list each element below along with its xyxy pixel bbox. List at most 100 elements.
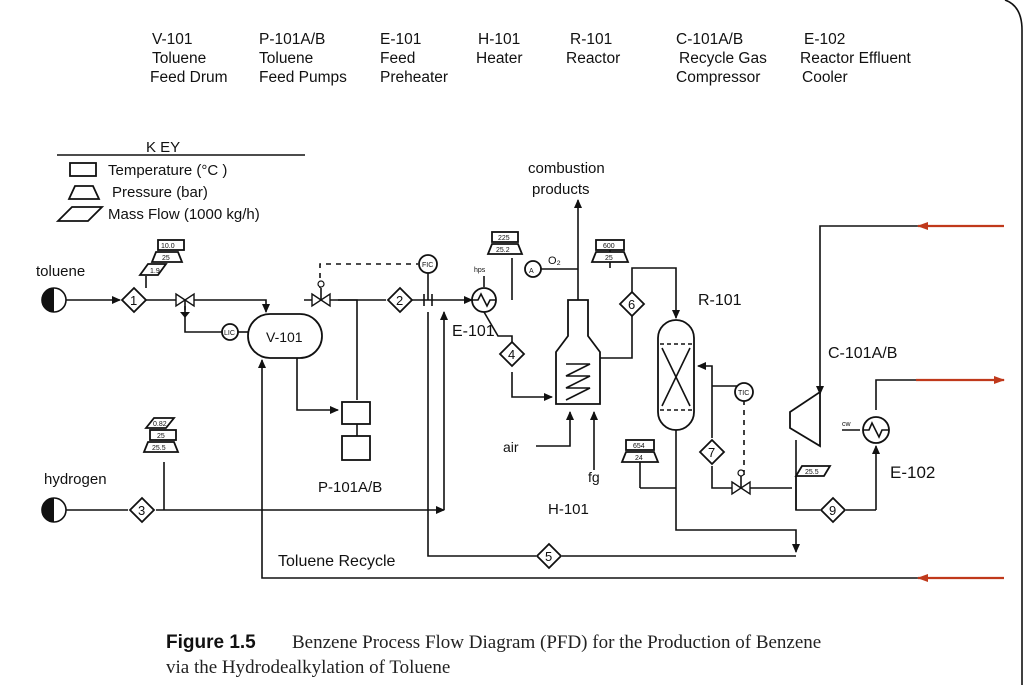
temperature-value: 0.82 — [153, 421, 167, 428]
e102-label: E-102 — [890, 463, 935, 482]
fg-label: fg — [588, 469, 600, 485]
e102-cooler-icon — [862, 416, 890, 444]
stream-3-conditions: 0.82 25 25.5 — [142, 417, 180, 453]
svg-text:6: 6 — [628, 297, 635, 312]
caption-line-2: via the Hydrodealkylation of Toluene — [166, 657, 450, 678]
tic-label: TIC — [738, 390, 749, 397]
h101-heater — [555, 299, 601, 405]
key-mass-flow: Mass Flow (1000 kg/h) — [108, 206, 260, 223]
stream-9-marker: 9 — [819, 496, 847, 524]
hydrogen-source-icon — [41, 497, 67, 523]
header-desc: Recycle Gas — [679, 50, 767, 67]
p101-motor — [341, 435, 371, 461]
pressure-value: 25.2 — [496, 247, 510, 254]
svg-text:3: 3 — [138, 503, 145, 518]
header-tag: R-101 — [570, 31, 612, 48]
reactor-effluent-line — [675, 428, 800, 553]
pressure-value: 25 — [157, 433, 165, 440]
toluene-recycle-line — [258, 359, 1004, 579]
continuation-arrows — [916, 222, 1005, 582]
toluene-recycle-label: Toluene Recycle — [278, 553, 396, 570]
c101-label: C-101A/B — [828, 345, 897, 362]
header-desc: Feed Drum — [150, 69, 228, 86]
page-edge — [1004, 0, 1023, 685]
header-desc: Heater — [476, 50, 523, 67]
pressure-value: 25 — [605, 255, 613, 262]
header-tag: E-101 — [380, 31, 421, 48]
pressure-value: 24 — [635, 455, 643, 462]
r101-reactor — [657, 319, 695, 431]
stream-6-marker: 6 — [618, 290, 646, 318]
analyzer-label: A — [529, 268, 534, 275]
o2-label: O₂ — [548, 255, 561, 267]
header-tag: V-101 — [152, 31, 193, 48]
header-tag: E-102 — [804, 31, 845, 48]
air-line — [536, 411, 574, 447]
svg-text:5: 5 — [545, 549, 552, 564]
pressure-symbol-icon — [67, 185, 101, 200]
mass-flow-symbol-icon — [55, 206, 105, 222]
fic-label: FIC — [422, 262, 433, 269]
combustion-label: combustion — [528, 160, 605, 177]
v101-label: V-101 — [266, 329, 303, 345]
pressure-value: 25 — [162, 255, 170, 262]
header-desc: Toluene — [259, 50, 313, 67]
header-desc: Compressor — [676, 69, 760, 86]
mass-flow-value: 25.5 — [152, 445, 166, 452]
svg-text:1: 1 — [130, 293, 137, 308]
header-desc: Feed — [380, 50, 415, 67]
lic-instrument — [221, 323, 239, 341]
process-lines — [66, 199, 1004, 579]
mass-flow-value: 1.9 — [150, 268, 160, 275]
header-v101: V-101 Toluene Feed Drum — [150, 31, 228, 86]
lic-label: LIC — [224, 330, 235, 337]
p101-label: P-101A/B — [318, 479, 382, 496]
stream-3-marker: 3 — [128, 496, 156, 524]
header-h101: H-101 Heater — [476, 31, 523, 67]
temperature-symbol-icon — [69, 162, 97, 177]
fic-instrument — [418, 254, 438, 274]
svg-text:4: 4 — [508, 347, 515, 362]
pump-discharge-line — [338, 299, 358, 400]
hps-label: hps — [474, 267, 486, 274]
temperature-value: 10.0 — [161, 243, 175, 250]
mass-flow-value: 25.5 — [805, 469, 819, 476]
figure-number: Figure 1.5 — [166, 632, 256, 653]
key-title: K EY — [146, 139, 180, 156]
e101-outlet — [483, 311, 513, 342]
temperature-value: 600 — [603, 243, 615, 250]
header-tag: H-101 — [478, 31, 520, 48]
header-desc: Reactor Effluent — [800, 50, 912, 67]
analyzer-instrument — [524, 260, 542, 278]
header-desc: Reactor — [566, 50, 620, 67]
h101-conditions: 600 25 — [590, 239, 630, 263]
air-label: air — [503, 439, 519, 455]
c101-compressor — [789, 390, 821, 448]
r101-label: R-101 — [698, 292, 742, 309]
stream-1-marker: 1 — [120, 286, 148, 314]
toluene-label: toluene — [36, 263, 85, 280]
svg-text:7: 7 — [708, 445, 715, 460]
drum-to-pump-line — [296, 350, 339, 414]
quench-to-reactor-line — [697, 362, 713, 438]
stream-2-marker: 2 — [386, 286, 414, 314]
header-desc: Cooler — [802, 69, 848, 86]
stream-1-conditions: 10.0 25 1.9 — [138, 239, 185, 276]
key-pressure: Pressure (bar) — [112, 184, 208, 201]
e101-label: E-101 — [452, 323, 495, 340]
stream-5-marker: 5 — [535, 542, 563, 570]
quench-control-valve-icon — [731, 469, 751, 496]
r101-conditions: 654 24 — [620, 439, 660, 463]
e102-outlet-line — [875, 379, 1004, 410]
products-label: products — [532, 181, 590, 198]
to-heater-line — [511, 372, 553, 401]
toluene-to-drum-line — [146, 299, 270, 313]
header-e101: E-101 Feed Preheater — [380, 31, 448, 86]
header-c101: C-101A/B Recycle Gas Compressor — [676, 31, 767, 86]
svg-text:9: 9 — [829, 503, 836, 518]
legend-key: K EY Temperature (°C ) Pressure (bar) Ma… — [55, 139, 305, 223]
tic-instrument — [734, 382, 754, 402]
header-r101: R-101 Reactor — [566, 31, 620, 67]
